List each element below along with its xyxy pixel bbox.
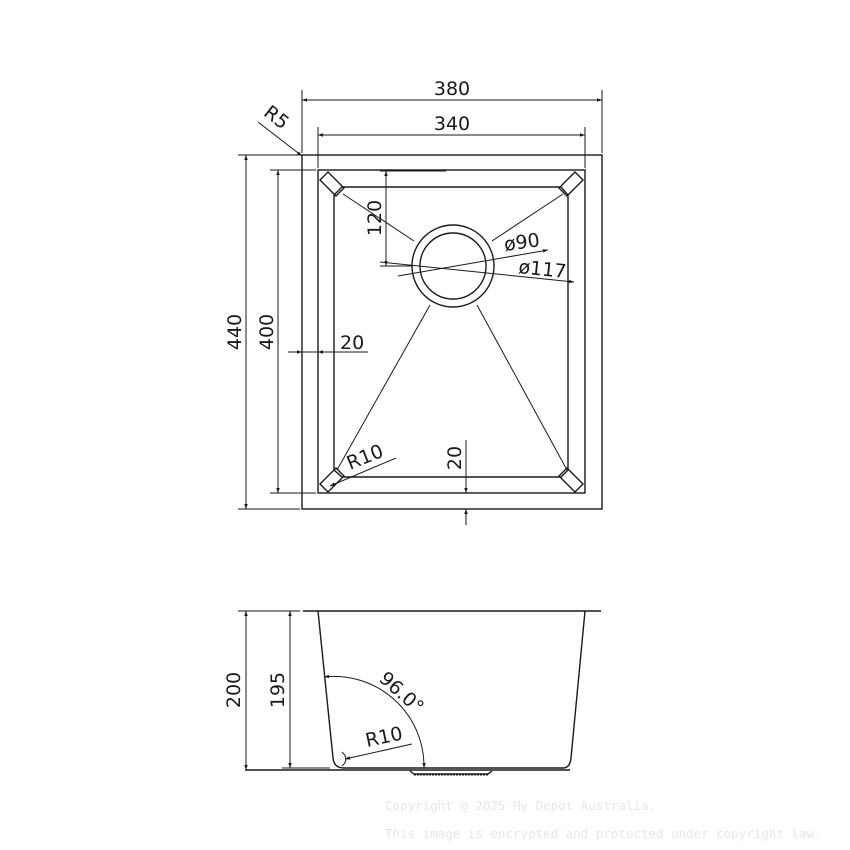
dim-outer-radius: R5 xyxy=(259,101,292,134)
flange-outline xyxy=(317,169,586,494)
dim-drain-inner-diameter: ø90 xyxy=(503,229,542,256)
watermark-copyright: Copyright @ 2025 My Depot Australia. xyxy=(385,798,656,813)
side-view: 200 195 96.0° R10 xyxy=(223,610,601,776)
dim-bowl-corner-radius: R10 xyxy=(344,440,387,474)
dim-bowl-width: 340 xyxy=(434,113,470,135)
bowl-profile xyxy=(317,610,586,769)
dim-drain-offset: 120 xyxy=(364,200,386,236)
top-view: 380 340 R5 440 400 120 ø90 ø117 xyxy=(224,78,603,525)
dim-overall-depth: 200 xyxy=(223,672,245,708)
dim-side-flange: 20 xyxy=(340,332,364,354)
dim-overall-length: 440 xyxy=(224,314,246,350)
drain-bump xyxy=(409,770,493,775)
dim-overall-width: 380 xyxy=(434,78,470,100)
bowl-floor-outline xyxy=(333,186,569,478)
dim-drain-outer-diameter: ø117 xyxy=(517,256,567,283)
floor-slope-lines xyxy=(336,193,568,471)
outer-outline xyxy=(301,154,603,510)
dim-bottom-flange: 20 xyxy=(444,446,466,470)
corner-capsules xyxy=(319,171,584,493)
dim-wall-angle: 96.0° xyxy=(375,667,428,718)
angle-arc xyxy=(323,674,426,769)
dim-bowl-depth: 195 xyxy=(267,672,289,708)
watermark-protection-notice: This image is encrypted and protected un… xyxy=(385,826,822,841)
dim-bowl-length: 400 xyxy=(256,314,278,350)
